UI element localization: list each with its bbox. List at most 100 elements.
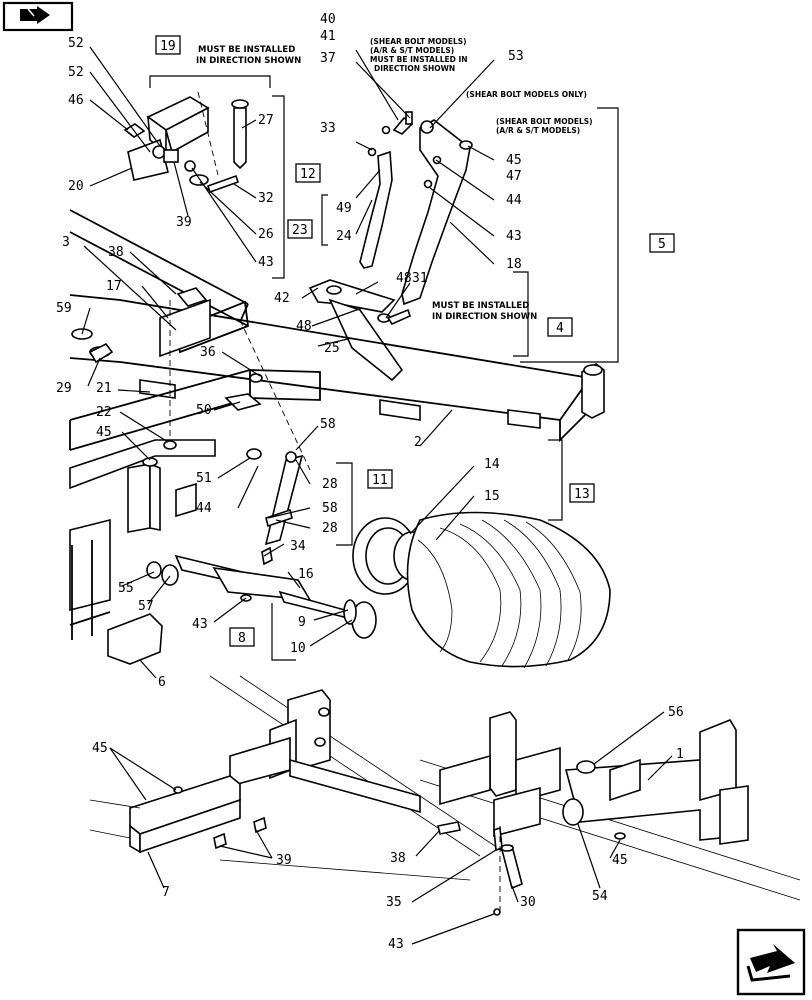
svg-text:43: 43	[388, 937, 404, 952]
svg-text:9: 9	[298, 615, 306, 630]
svg-text:53: 53	[508, 49, 524, 64]
svg-text:MUST BE INSTALLED: MUST BE INSTALLED	[432, 301, 529, 311]
svg-text:31: 31	[412, 271, 428, 286]
svg-text:IN DIRECTION SHOWN: IN DIRECTION SHOWN	[432, 312, 537, 322]
svg-text:43: 43	[192, 617, 208, 632]
svg-text:54: 54	[592, 889, 608, 904]
item-callouts: 40 41 37 53 52 52 46 27 20 39 32 26 43 3…	[56, 12, 684, 952]
callout-box-4: 4	[547, 317, 573, 337]
svg-text:44: 44	[196, 501, 212, 516]
svg-text:(SHEAR BOLT MODELS): (SHEAR BOLT MODELS)	[496, 117, 593, 126]
svg-text:17: 17	[106, 279, 122, 294]
svg-text:56: 56	[668, 705, 684, 720]
svg-text:43: 43	[506, 229, 522, 244]
svg-text:33: 33	[320, 121, 336, 136]
svg-text:30: 30	[520, 895, 536, 910]
svg-text:55: 55	[118, 581, 134, 596]
svg-text:39: 39	[276, 853, 292, 868]
svg-text:15: 15	[484, 489, 500, 504]
boxed-callouts: 19 12 23 5 4 11 13 8	[155, 35, 675, 647]
svg-text:38: 38	[390, 851, 406, 866]
svg-text:22: 22	[96, 405, 112, 420]
svg-text:45: 45	[506, 153, 522, 168]
svg-text:36: 36	[200, 345, 216, 360]
svg-text:40: 40	[320, 12, 336, 27]
svg-text:38: 38	[108, 245, 124, 260]
svg-text:48: 48	[396, 271, 412, 286]
svg-text:41: 41	[320, 29, 336, 44]
svg-text:12: 12	[300, 167, 316, 182]
svg-text:29: 29	[56, 381, 72, 396]
svg-text:25: 25	[324, 341, 340, 356]
svg-text:20: 20	[68, 179, 84, 194]
parts-catalog-hand-icon[interactable]	[2, 1, 74, 32]
svg-text:DIRECTION SHOWN: DIRECTION SHOWN	[374, 64, 455, 73]
svg-text:58: 58	[320, 417, 336, 432]
lower-right-detail	[419, 711, 801, 916]
callout-box-23: 23	[287, 219, 313, 239]
svg-text:34: 34	[290, 539, 306, 554]
svg-text:48: 48	[296, 319, 312, 334]
svg-text:(A/R & S/T MODELS): (A/R & S/T MODELS)	[496, 126, 580, 135]
svg-text:50: 50	[196, 403, 212, 418]
svg-text:43: 43	[258, 255, 274, 270]
callout-box-8: 8	[229, 627, 255, 647]
svg-text:44: 44	[506, 193, 522, 208]
svg-text:21: 21	[96, 381, 112, 396]
svg-text:47: 47	[506, 169, 522, 184]
callout-box-11: 11	[367, 469, 393, 489]
svg-text:1: 1	[676, 747, 684, 762]
wheel-assembly	[352, 511, 611, 669]
svg-text:18: 18	[506, 257, 522, 272]
svg-text:IN DIRECTION SHOWN: IN DIRECTION SHOWN	[196, 56, 301, 66]
svg-text:5: 5	[658, 237, 666, 252]
shank-assembly-18	[308, 111, 473, 382]
svg-text:42: 42	[274, 291, 290, 306]
callout-box-12: 12	[295, 163, 321, 183]
lower-left-detail	[89, 675, 511, 881]
install-notes: MUST BE INSTALLED IN DIRECTION SHOWN (SH…	[196, 37, 593, 322]
svg-text:16: 16	[298, 567, 314, 582]
svg-text:3: 3	[62, 235, 70, 250]
svg-text:13: 13	[574, 487, 590, 502]
svg-text:59: 59	[56, 301, 72, 316]
svg-text:(SHEAR BOLT MODELS): (SHEAR BOLT MODELS)	[370, 37, 467, 46]
svg-text:28: 28	[322, 521, 338, 536]
callout-box-13: 13	[569, 483, 595, 503]
svg-text:(SHEAR BOLT MODELS ONLY): (SHEAR BOLT MODELS ONLY)	[466, 90, 587, 99]
clamp-assembly-19	[123, 91, 249, 194]
svg-text:51: 51	[196, 471, 212, 486]
svg-text:52: 52	[68, 36, 84, 51]
next-page-arrow-icon[interactable]	[736, 928, 806, 996]
svg-text:11: 11	[372, 473, 388, 488]
callout-box-19: 19	[155, 35, 181, 55]
svg-text:58: 58	[322, 501, 338, 516]
main-frame	[69, 209, 605, 665]
svg-text:45: 45	[96, 425, 112, 440]
svg-text:2: 2	[414, 435, 422, 450]
svg-text:32: 32	[258, 191, 274, 206]
svg-text:19: 19	[160, 39, 176, 54]
svg-text:26: 26	[258, 227, 274, 242]
svg-text:(A/R & S/T MODELS): (A/R & S/T MODELS)	[370, 46, 454, 55]
svg-text:MUST BE INSTALLED: MUST BE INSTALLED	[198, 45, 295, 55]
svg-text:45: 45	[92, 741, 108, 756]
svg-text:4: 4	[556, 321, 564, 336]
svg-text:24: 24	[336, 229, 352, 244]
svg-text:23: 23	[292, 223, 308, 238]
svg-text:14: 14	[484, 457, 500, 472]
callout-box-5: 5	[649, 233, 675, 253]
leader-lines	[81, 46, 673, 945]
svg-text:MUST BE INSTALLED IN: MUST BE INSTALLED IN	[370, 55, 468, 64]
svg-text:8: 8	[238, 631, 246, 646]
svg-text:7: 7	[162, 885, 170, 900]
svg-text:27: 27	[258, 113, 274, 128]
svg-text:46: 46	[68, 93, 84, 108]
svg-text:28: 28	[322, 477, 338, 492]
svg-text:45: 45	[612, 853, 628, 868]
svg-text:37: 37	[320, 51, 336, 66]
svg-text:49: 49	[336, 201, 352, 216]
svg-text:6: 6	[158, 675, 166, 690]
svg-text:39: 39	[176, 215, 192, 230]
